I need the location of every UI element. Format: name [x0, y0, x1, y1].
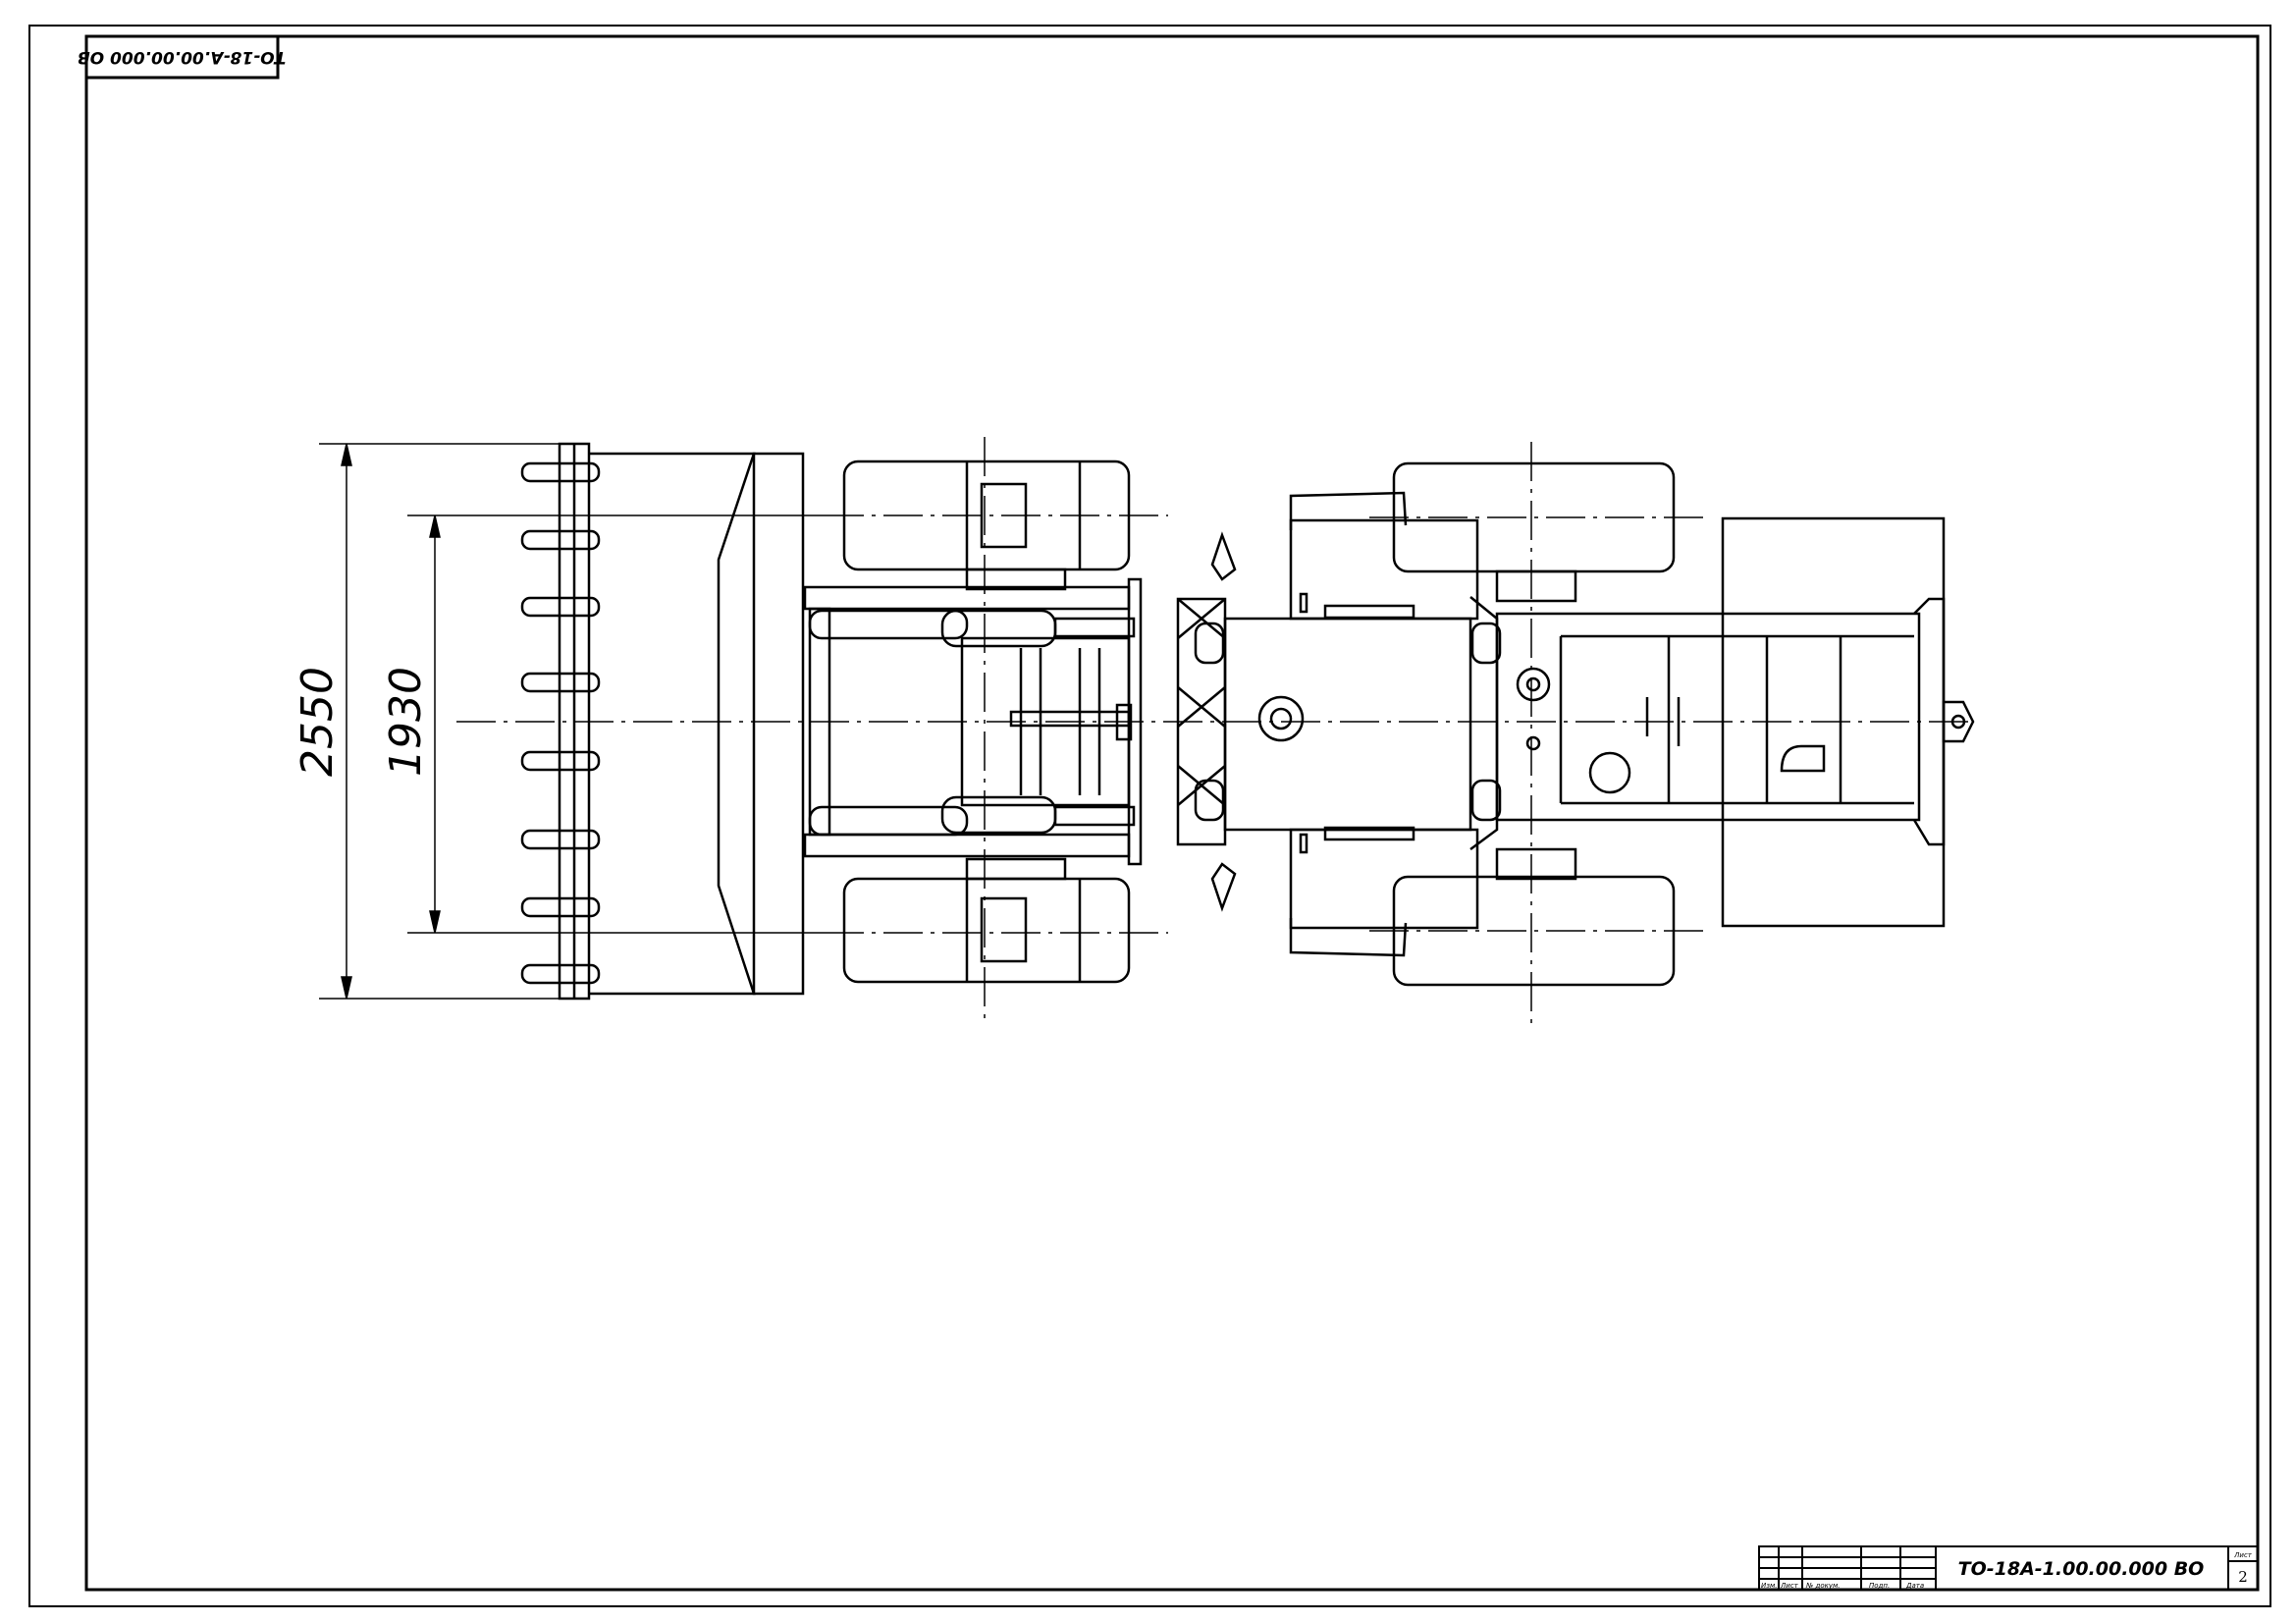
tb-designation: ТО-18А-1.00.00.000 ВО [1958, 1558, 2205, 1580]
tilt-cylinder [940, 609, 1057, 648]
bucket-tooth [520, 529, 601, 551]
tb-col-sign: Подп. [1869, 1582, 1890, 1590]
cab [1194, 491, 1502, 957]
fuel-cap [1516, 667, 1551, 702]
engine-hood [1495, 612, 1921, 822]
cab-side-left [1289, 518, 1479, 621]
dimension-inner-label: 1930 [381, 667, 431, 777]
tb-col-doc: № докум. [1805, 1582, 1841, 1590]
steering-hub [1257, 695, 1305, 742]
dimensions [319, 443, 825, 1000]
tilt-cylinder [940, 795, 1057, 835]
loader-top-view [456, 437, 1975, 1026]
cab-body [1223, 617, 1472, 832]
handrail-left [1289, 491, 1408, 530]
handrail-right [1289, 918, 1408, 957]
front-wheel-right [842, 877, 1131, 984]
bucket-back-plate [752, 452, 805, 996]
tb-col-list: Лист [1780, 1582, 1799, 1590]
title-block [1758, 1545, 2259, 1591]
lift-arms [803, 577, 1143, 866]
tow-hitch [1942, 700, 1975, 743]
air-intake [1780, 744, 1826, 773]
bucket-teeth [520, 461, 601, 985]
dimension-outer-label: 2550 [293, 667, 343, 777]
tb-sheet-number: 2 [2238, 1568, 2248, 1586]
front-wheels [825, 437, 1168, 1021]
cab-side-right [1289, 828, 1479, 930]
stamp-code: ТО-18-А.00.00.000 ОВ [78, 47, 286, 67]
bucket-tooth [520, 750, 601, 772]
lift-cylinder [808, 609, 969, 640]
bucket-tooth [520, 672, 601, 693]
rear-wheels [1369, 442, 1703, 1026]
inner-frame [84, 34, 2260, 1592]
bucket-tooth [520, 963, 601, 985]
bucket [520, 442, 805, 1001]
exhaust-pipe [1588, 751, 1631, 794]
bucket-body [589, 452, 756, 996]
lift-cylinder [808, 805, 969, 837]
tb-col-izm: Изм. [1761, 1582, 1777, 1590]
tb-col-date: Дата [1905, 1582, 1924, 1590]
bucket-tooth [520, 829, 601, 850]
engine-compartment [1495, 516, 1975, 928]
tb-sheet-label: Лист [2233, 1551, 2253, 1559]
outer-border [28, 25, 2271, 1607]
stamp-box [84, 34, 280, 80]
bucket-tooth [520, 596, 601, 618]
bucket-tooth [520, 461, 601, 483]
bucket-tooth [520, 896, 601, 918]
